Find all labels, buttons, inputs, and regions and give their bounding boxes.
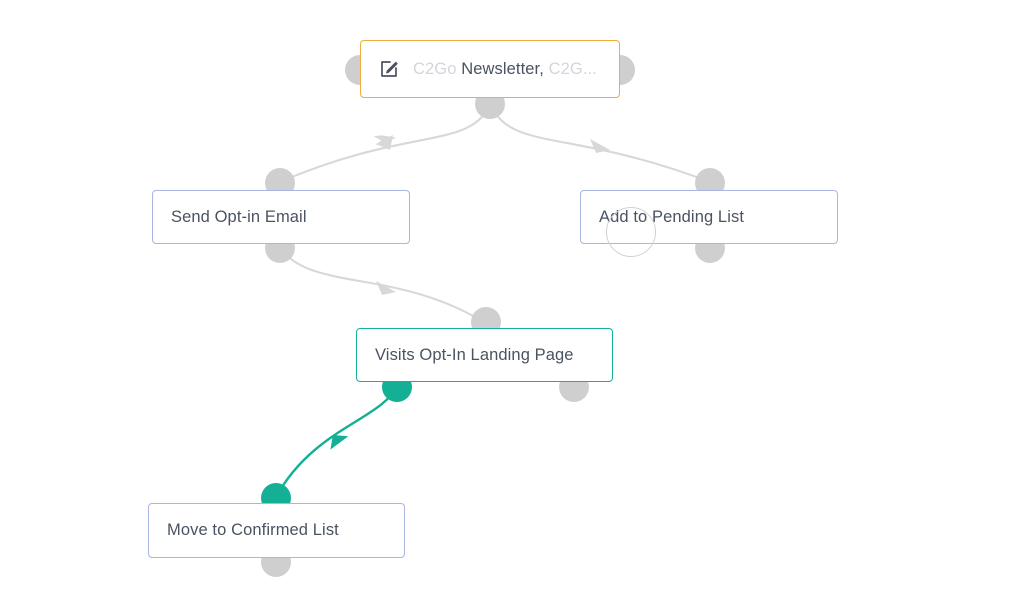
node-trigger-label-strong: Newsletter,: [461, 59, 544, 78]
edit-icon: [381, 61, 398, 77]
node-move-to-confirmed-list[interactable]: Move to Confirmed List: [148, 503, 405, 558]
node-send-opt-in-email[interactable]: Send Opt-in Email: [152, 190, 410, 244]
node-move-to-confirmed-list-label: Move to Confirmed List: [167, 521, 339, 540]
node-send-opt-in-email-label: Send Opt-in Email: [171, 207, 307, 226]
cursor-ripple-ring: [606, 207, 656, 257]
node-visits-opt-in-landing-page[interactable]: Visits Opt-In Landing Page: [356, 328, 613, 382]
node-visits-opt-in-landing-page-label: Visits Opt-In Landing Page: [375, 345, 574, 364]
node-trigger-label: C2Go Newsletter, C2G...: [413, 61, 597, 78]
edge-trigger-to-send-opt-in-email[interactable]: [278, 102, 492, 184]
edge-send-email-to-visits-landing-page[interactable]: [278, 246, 489, 326]
edge-trigger-to-add-to-pending-list[interactable]: [488, 102, 712, 184]
node-trigger-label-dim-prefix: C2Go: [413, 59, 462, 78]
node-trigger[interactable]: C2Go Newsletter, C2G...: [360, 40, 620, 98]
node-trigger-label-dim-suffix: C2G...: [543, 59, 597, 78]
edge-visits-landing-to-move-confirmed[interactable]: [274, 384, 399, 499]
